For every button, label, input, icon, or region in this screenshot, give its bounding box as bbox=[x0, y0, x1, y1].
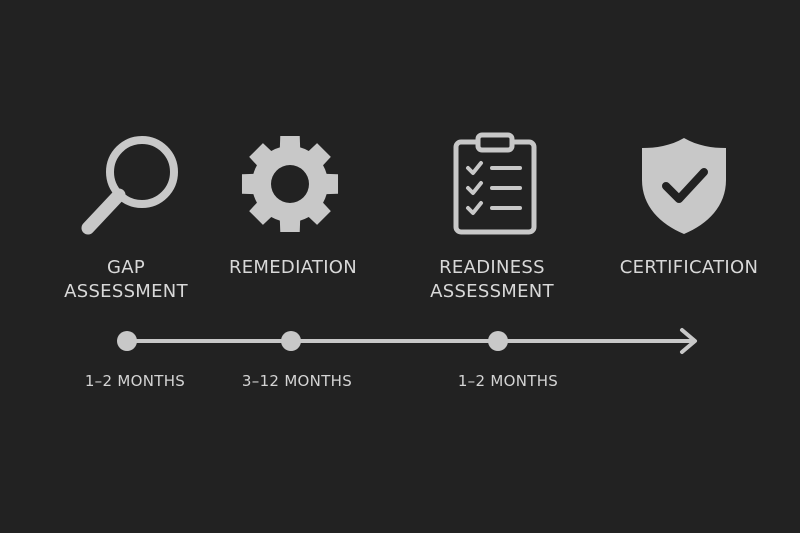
duration-label: 1–2 MONTHS bbox=[84, 372, 186, 390]
stage-label-line: GAP bbox=[106, 257, 146, 278]
duration-label: 3–12 MONTHS bbox=[241, 372, 353, 390]
duration-label: 1–2 MONTHS bbox=[457, 372, 559, 390]
timeline-node bbox=[117, 331, 137, 351]
stage-label-gap-assessment: GAP ASSESSMENT bbox=[46, 256, 206, 304]
stage-label-remediation: REMEDIATION bbox=[208, 256, 378, 280]
stage-label-line: ASSESSMENT bbox=[430, 281, 554, 302]
stage-label-line: CERTIFICATION bbox=[619, 257, 759, 278]
timeline-node bbox=[281, 331, 301, 351]
magnifier-icon bbox=[78, 132, 188, 242]
stage-label-certification: CERTIFICATION bbox=[600, 256, 778, 280]
timeline-arrowhead bbox=[680, 328, 697, 354]
shield-check-icon bbox=[638, 134, 730, 238]
stage-label-line: READINESS bbox=[439, 257, 545, 278]
stage-label-readiness-assessment: READINESS ASSESSMENT bbox=[412, 256, 572, 304]
gear-shape bbox=[241, 135, 339, 233]
stage-label-line: REMEDIATION bbox=[228, 257, 358, 278]
stage-label-line: ASSESSMENT bbox=[64, 281, 188, 302]
gear-icon bbox=[238, 132, 342, 236]
timeline-node bbox=[488, 331, 508, 351]
clipboard-checklist-icon bbox=[450, 132, 540, 236]
